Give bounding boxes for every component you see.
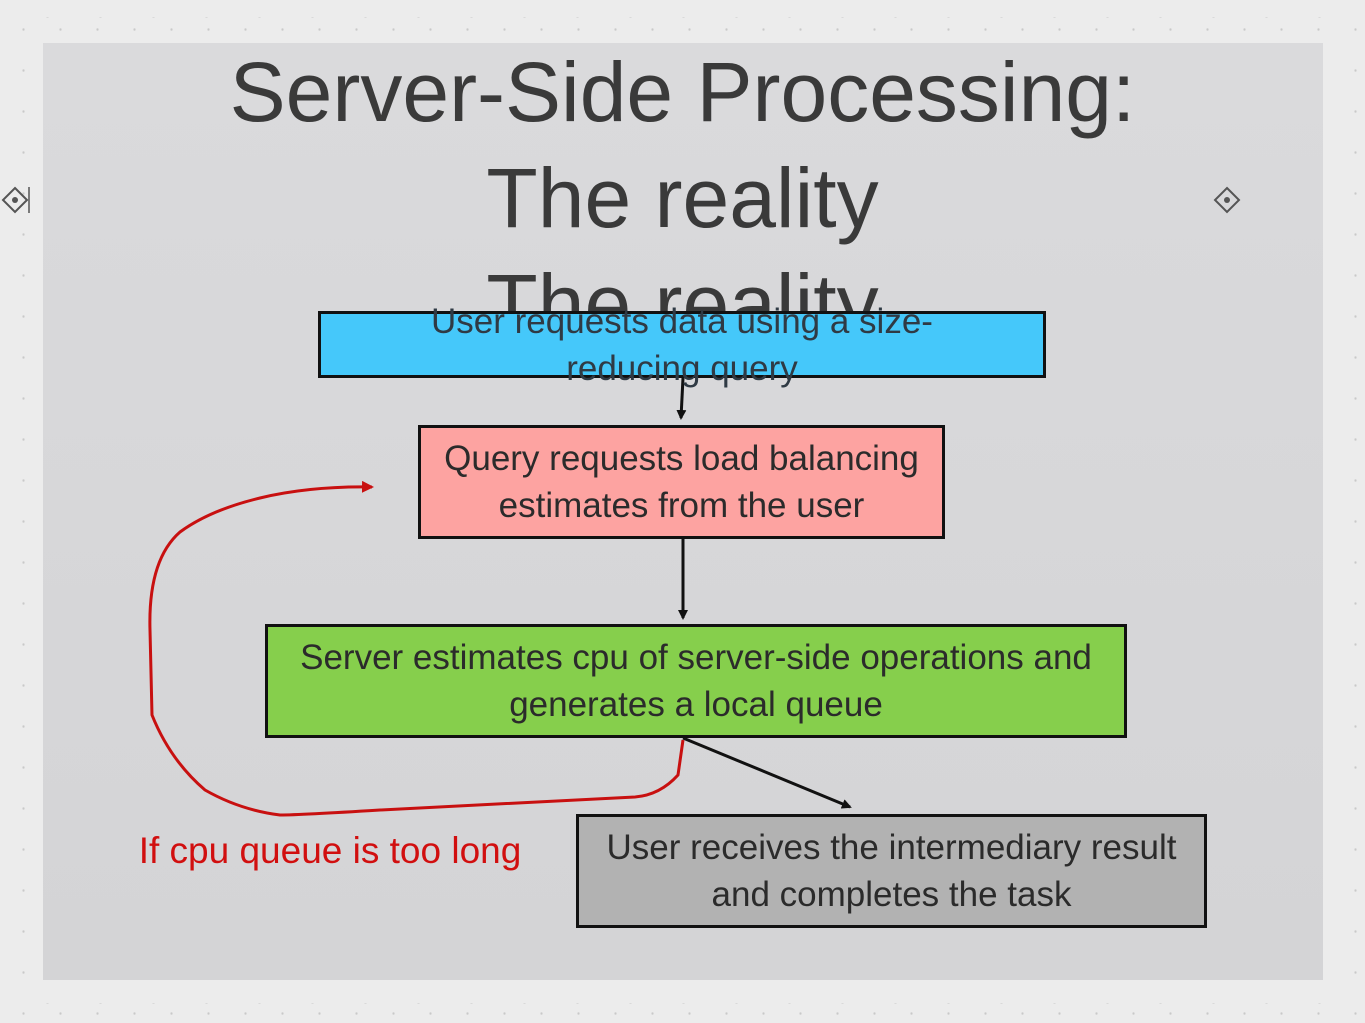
step-3-text: Server estimates cpu of server-side oper…	[300, 638, 1092, 724]
loop-condition-label: If cpu queue is too long	[138, 830, 522, 871]
right-resize-handle-icon[interactable]	[1212, 185, 1242, 215]
loop-back-arrow	[148, 480, 685, 817]
arrow-step3-to-step4	[682, 736, 852, 809]
slide-title-line-1: Server-Side Processing:	[229, 45, 1136, 139]
slide-title-line-2: The reality	[486, 151, 879, 245]
step-box-load-balancing: Query requests load balancing estimates …	[418, 425, 945, 539]
step-box-user-receives: User receives the intermediary result an…	[576, 814, 1207, 928]
left-resize-handle-icon[interactable]	[0, 185, 30, 215]
arrow-step1-to-step2	[676, 377, 687, 420]
step-1-text: User requests data using a size-reducing…	[431, 301, 933, 388]
step-4-text: User receives the intermediary result an…	[606, 828, 1177, 914]
step-box-user-request: User requests data using a size-reducing…	[318, 302, 1046, 388]
step-box-server-estimates: Server estimates cpu of server-side oper…	[265, 624, 1127, 738]
step-2-text: Query requests load balancing estimates …	[444, 439, 919, 525]
